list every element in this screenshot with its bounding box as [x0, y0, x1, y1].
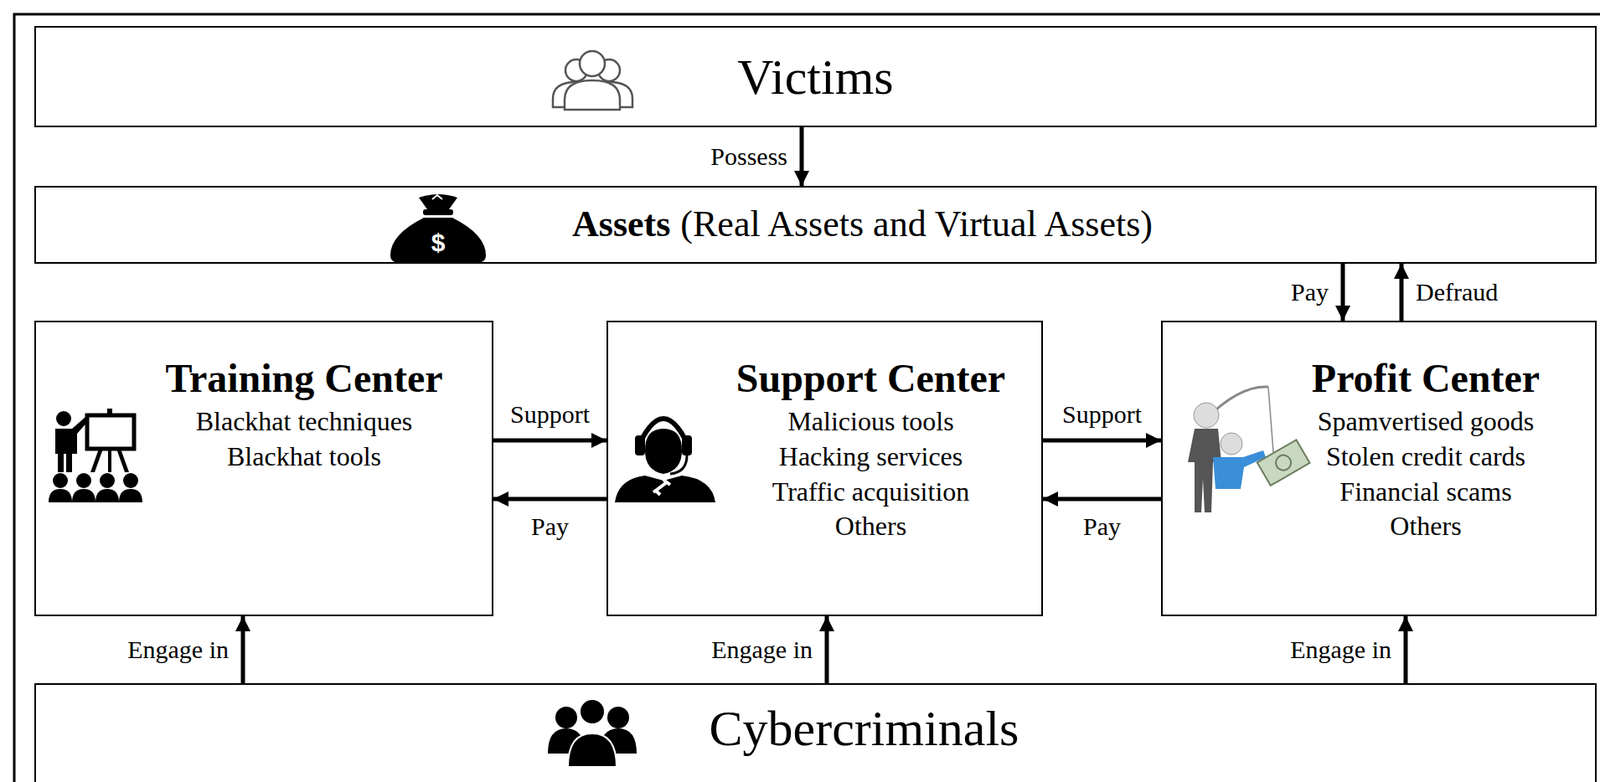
- group-icon: [547, 699, 637, 768]
- support-center-box: Support CenterMalicious toolsHacking ser…: [606, 320, 1043, 617]
- node-heading: Training Center: [165, 352, 443, 405]
- flow-arrow: [800, 127, 805, 186]
- node-item: Financial scams: [1339, 474, 1512, 511]
- node-item: Spamvertised goods: [1317, 404, 1535, 440]
- flow-arrow: [493, 438, 607, 444]
- node-item: Blackhat tools: [227, 439, 382, 475]
- profit-center-box: Profit CenterSpamvertised goodsStolen cr…: [1161, 320, 1597, 617]
- node-item: (Real Assets and Virtual Assets): [680, 204, 1153, 245]
- node-item: Others: [835, 509, 907, 545]
- node-item: Stolen credit cards: [1326, 439, 1526, 475]
- node-heading: Profit Center: [1311, 352, 1540, 405]
- edge-label: Engage in: [124, 635, 232, 666]
- edge-label: Engage in: [708, 635, 816, 666]
- node-heading: Victims: [737, 49, 893, 105]
- flow-arrow: [1042, 497, 1162, 502]
- node-heading: Assets: [572, 204, 671, 245]
- edge-label: Support: [507, 400, 593, 430]
- flow-arrow: [493, 497, 607, 502]
- node-item: Hacking services: [779, 439, 963, 475]
- flow-arrow: [1399, 263, 1404, 321]
- flow-arrow: [1341, 263, 1346, 321]
- node-item: Blackhat techniques: [196, 404, 413, 440]
- flow-arrow: [825, 616, 830, 684]
- victims-icon: [552, 51, 633, 110]
- edge-label: Possess: [707, 142, 790, 172]
- node-heading: Cybercriminals: [709, 698, 1020, 759]
- node-heading: Support Center: [736, 352, 1006, 405]
- trainer-icon: [48, 408, 143, 503]
- flow-arrow: [1042, 438, 1162, 444]
- edge-label: Support: [1059, 400, 1145, 430]
- money-bag-icon: [390, 194, 486, 264]
- edge-label: Pay: [1288, 278, 1332, 308]
- edge-label: Engage in: [1287, 635, 1394, 666]
- cybercriminals-band: Cybercriminals: [34, 683, 1597, 782]
- flow-arrow: [1403, 616, 1409, 684]
- fishing-figure-icon: [1187, 387, 1310, 513]
- node-item: Traffic acquisition: [772, 474, 971, 511]
- edge-label: Pay: [1080, 512, 1124, 542]
- assets-band: Assets(Real Assets and Virtual Assets): [34, 185, 1597, 264]
- flow-arrow: [241, 616, 246, 684]
- victims-band: Victims: [34, 25, 1597, 128]
- outer-frame: [14, 14, 1600, 782]
- node-item: Malicious tools: [787, 404, 954, 440]
- training-center-box: Training CenterBlackhat techniquesBlackh…: [34, 320, 494, 617]
- edge-label: Defraud: [1413, 278, 1501, 308]
- support-agent-icon: [614, 418, 716, 503]
- dollar-sign: $: [431, 230, 446, 256]
- edge-label: Pay: [528, 512, 572, 542]
- node-item: Others: [1389, 509, 1461, 545]
